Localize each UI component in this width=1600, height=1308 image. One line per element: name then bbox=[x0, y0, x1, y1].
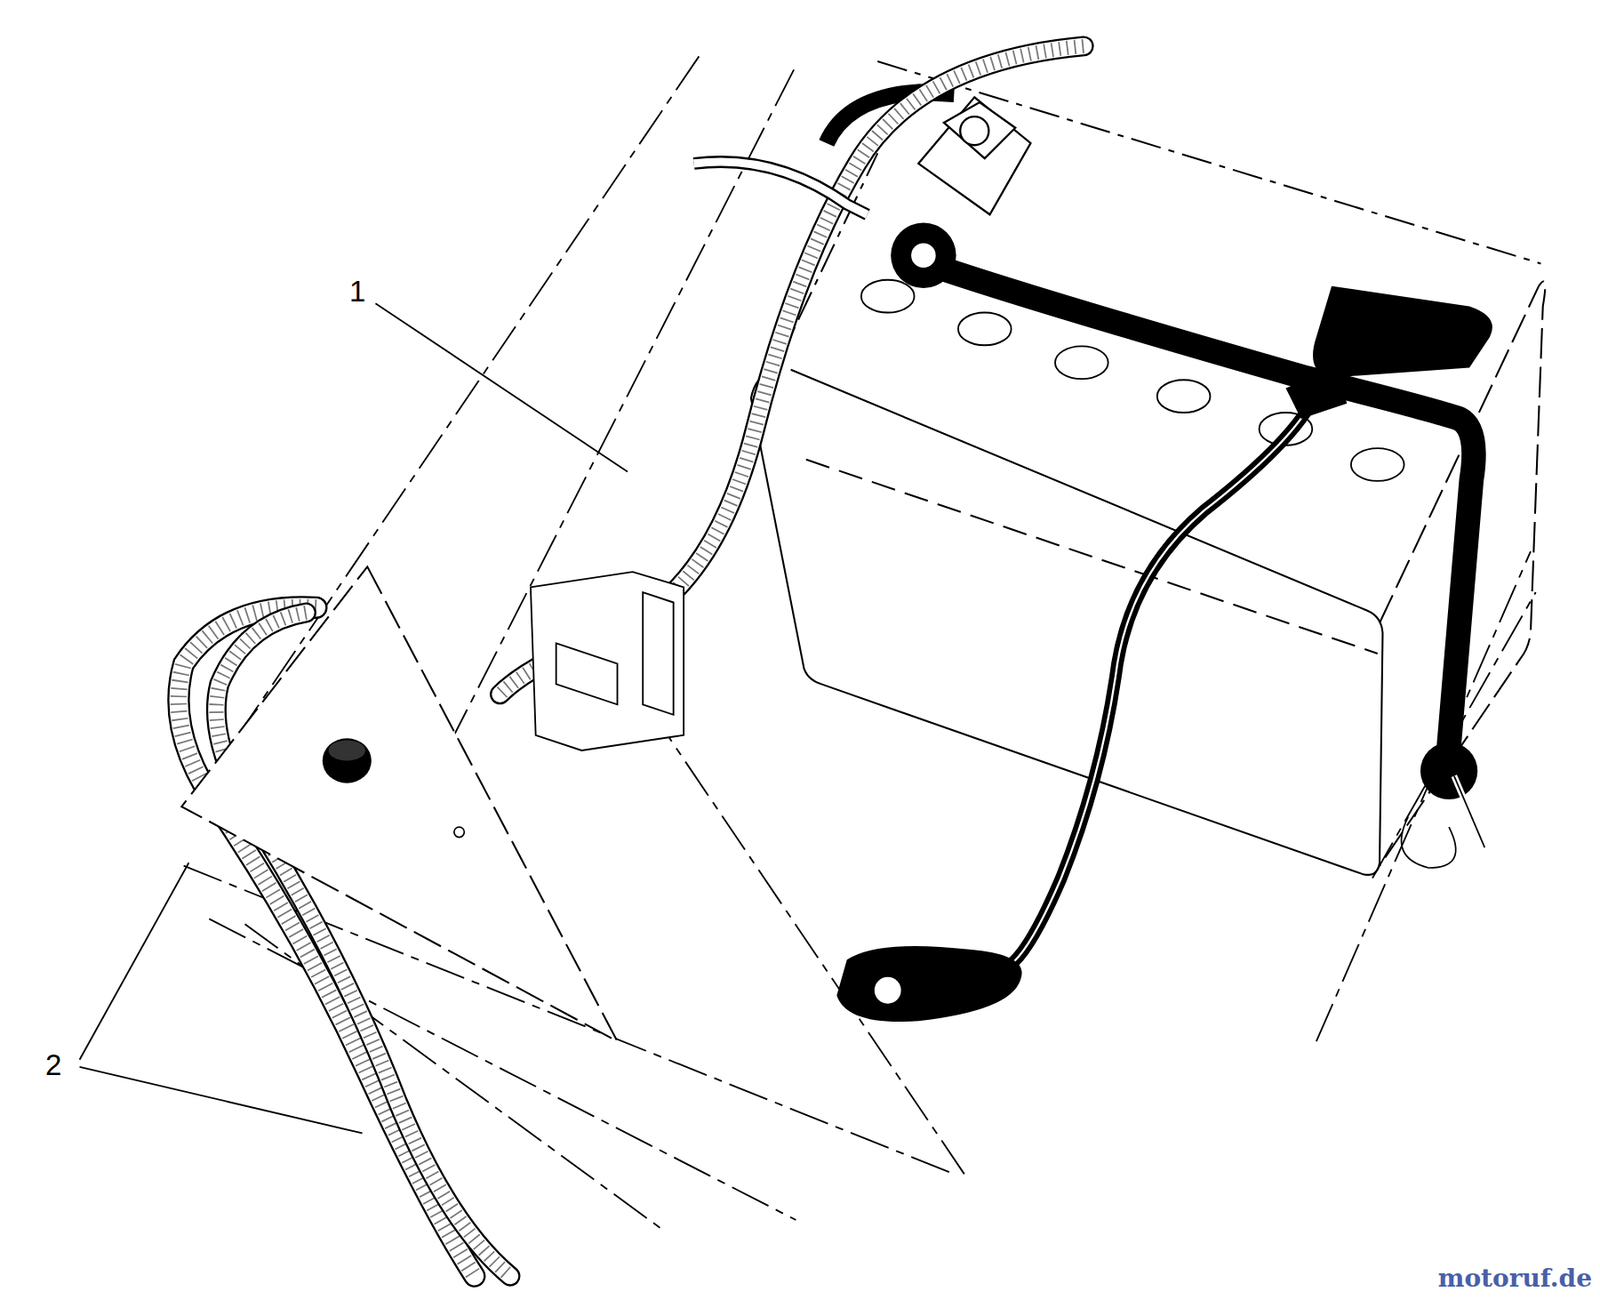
callout-number: 1 bbox=[346, 275, 368, 308]
watermark: motoruf.de bbox=[1435, 1264, 1595, 1293]
wire-harness bbox=[178, 46, 1084, 1276]
terminal-bolt bbox=[918, 96, 1031, 215]
connector-block bbox=[530, 571, 684, 751]
leader-lines bbox=[80, 303, 628, 1133]
battery bbox=[751, 61, 1545, 875]
cable-ends bbox=[836, 222, 1493, 1022]
callout-number: 2 bbox=[42, 1048, 64, 1081]
cell-caps bbox=[861, 280, 1405, 481]
